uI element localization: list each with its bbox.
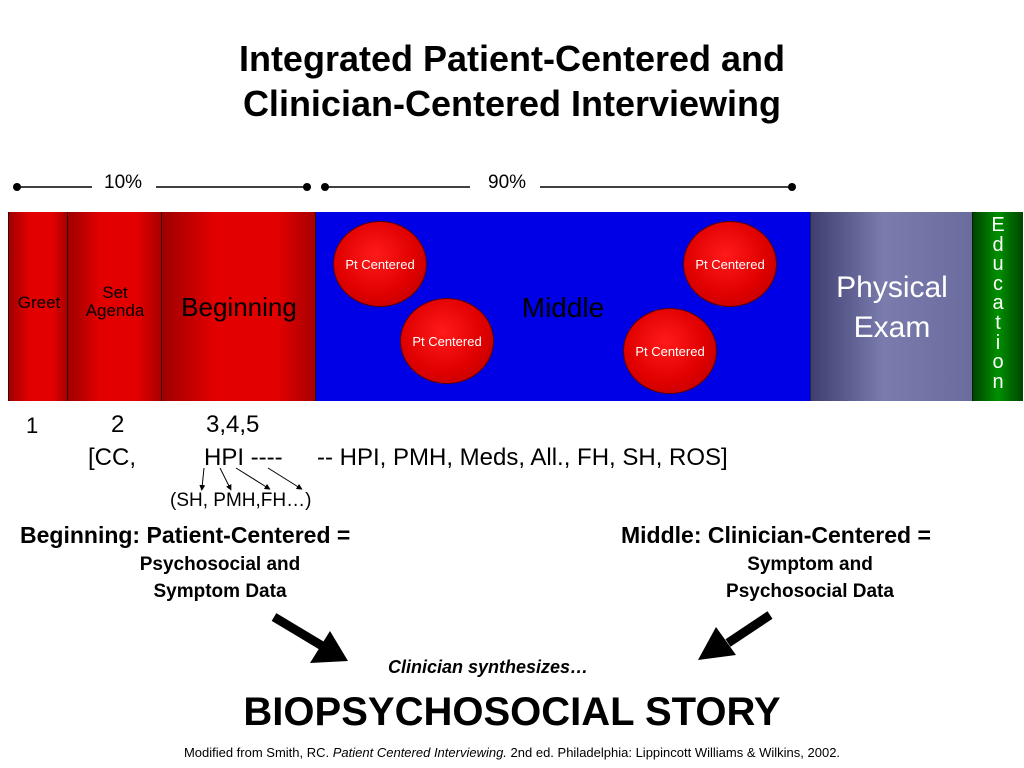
middle-summary-line-2: Psychosocial Data <box>726 581 894 602</box>
arrow-head <box>310 631 348 663</box>
education-letter: o <box>992 351 1004 374</box>
education-letter: a <box>992 292 1004 315</box>
beginning-segment: Beginning <box>162 212 316 401</box>
education-letter: t <box>995 311 1001 334</box>
education-letter: i <box>995 331 1001 354</box>
physical-exam-label-line-2: Exam <box>853 311 931 344</box>
education-letter: u <box>992 253 1004 276</box>
arrow-shaft <box>271 613 327 651</box>
left-converge-arrow <box>271 613 348 663</box>
data-hpi: HPI ---- <box>204 444 283 471</box>
education-letter: E <box>991 214 1005 236</box>
pt-centered-circle-1: Pt Centered <box>333 221 427 307</box>
set-agenda-label: Set Agenda <box>68 284 162 320</box>
citation-suffix: 2nd ed. Philadelphia: Lippincott William… <box>506 745 841 760</box>
beginning-summary-line-2: Symptom Data <box>153 581 287 602</box>
beginning-summary-body: Psychosocial and Symptom Data <box>100 551 340 605</box>
greet-segment: Greet <box>8 212 68 401</box>
pt-centered-circle-4: Pt Centered <box>623 308 717 394</box>
right-converge-arrow <box>698 611 773 660</box>
middle-summary-body: Symptom and Psychosocial Data <box>690 551 930 605</box>
set-agenda-label-line-1: Set <box>102 283 128 302</box>
pt-centered-circle-3: Pt Centered <box>683 221 777 307</box>
interview-phase-bar: Greet Set Agenda Beginning Middle Pt Cen… <box>8 212 1023 401</box>
hpi-arrow <box>199 467 206 491</box>
physical-exam-segment: Physical Exam <box>810 212 972 401</box>
physical-exam-label: Physical Exam <box>811 268 973 348</box>
timeline-left-bracket <box>13 183 311 191</box>
history-subnote: (SH, PMH,FH…) <box>170 490 312 511</box>
citation-prefix: Modified from Smith, RC. <box>183 745 333 760</box>
middle-segment: Middle Pt Centered Pt Centered Pt Center… <box>316 212 810 401</box>
beginning-label: Beginning <box>181 292 297 322</box>
arrow-head <box>698 627 736 660</box>
pt-centered-circle-2: Pt Centered <box>400 298 494 384</box>
beginning-summary-heading: Beginning: Patient-Centered = <box>20 522 351 548</box>
middle-summary-heading: Middle: Clinician-Centered = <box>621 522 931 548</box>
arrow-shaft <box>725 611 773 647</box>
timeline-left-percent: 10% <box>104 172 143 193</box>
education-letter: c <box>993 272 1003 295</box>
physical-exam-label-line-1: Physical <box>836 271 948 304</box>
education-letter: d <box>992 233 1004 256</box>
timeline-brackets <box>13 183 796 191</box>
set-agenda-label-line-2: Agenda <box>85 301 145 320</box>
hpi-arrows <box>199 467 303 491</box>
biopsychosocial-story: BIOPSYCHOSOCIAL STORY <box>243 690 781 734</box>
timeline-right-percent: 90% <box>488 172 527 193</box>
title-line-1: Integrated Patient-Centered and <box>238 38 786 79</box>
clinician-synthesizes: Clinician synthesizes… <box>388 657 589 677</box>
data-rest: -- HPI, PMH, Meds, All., FH, SH, ROS] <box>317 444 728 471</box>
title-line-2: Clinician-Centered Interviewing <box>242 83 782 124</box>
citation: Modified from Smith, RC. Patient Centere… <box>0 745 1024 760</box>
timeline-right-bracket <box>321 183 796 191</box>
step-number-beginning: 3,4,5 <box>206 411 260 438</box>
page-title: Integrated Patient-Centered and Clinicia… <box>0 36 1024 126</box>
hpi-arrow <box>235 467 271 490</box>
hpi-arrow <box>219 467 232 491</box>
citation-book: Patient Centered Interviewing. <box>332 745 507 760</box>
education-letter: n <box>992 370 1004 393</box>
greet-label: Greet <box>17 293 61 312</box>
hpi-arrow <box>267 467 303 490</box>
set-agenda-segment: Set Agenda <box>68 212 162 401</box>
step-number-greet: 1 <box>26 413 39 438</box>
beginning-summary-line-1: Psychosocial and <box>139 554 301 575</box>
step-number-agenda: 2 <box>111 411 125 438</box>
middle-summary-line-1: Symptom and <box>747 554 873 575</box>
timeline-dot <box>788 183 796 191</box>
data-cc: [CC, <box>88 444 136 471</box>
middle-label: Middle <box>521 292 605 323</box>
timeline-dot <box>303 183 311 191</box>
